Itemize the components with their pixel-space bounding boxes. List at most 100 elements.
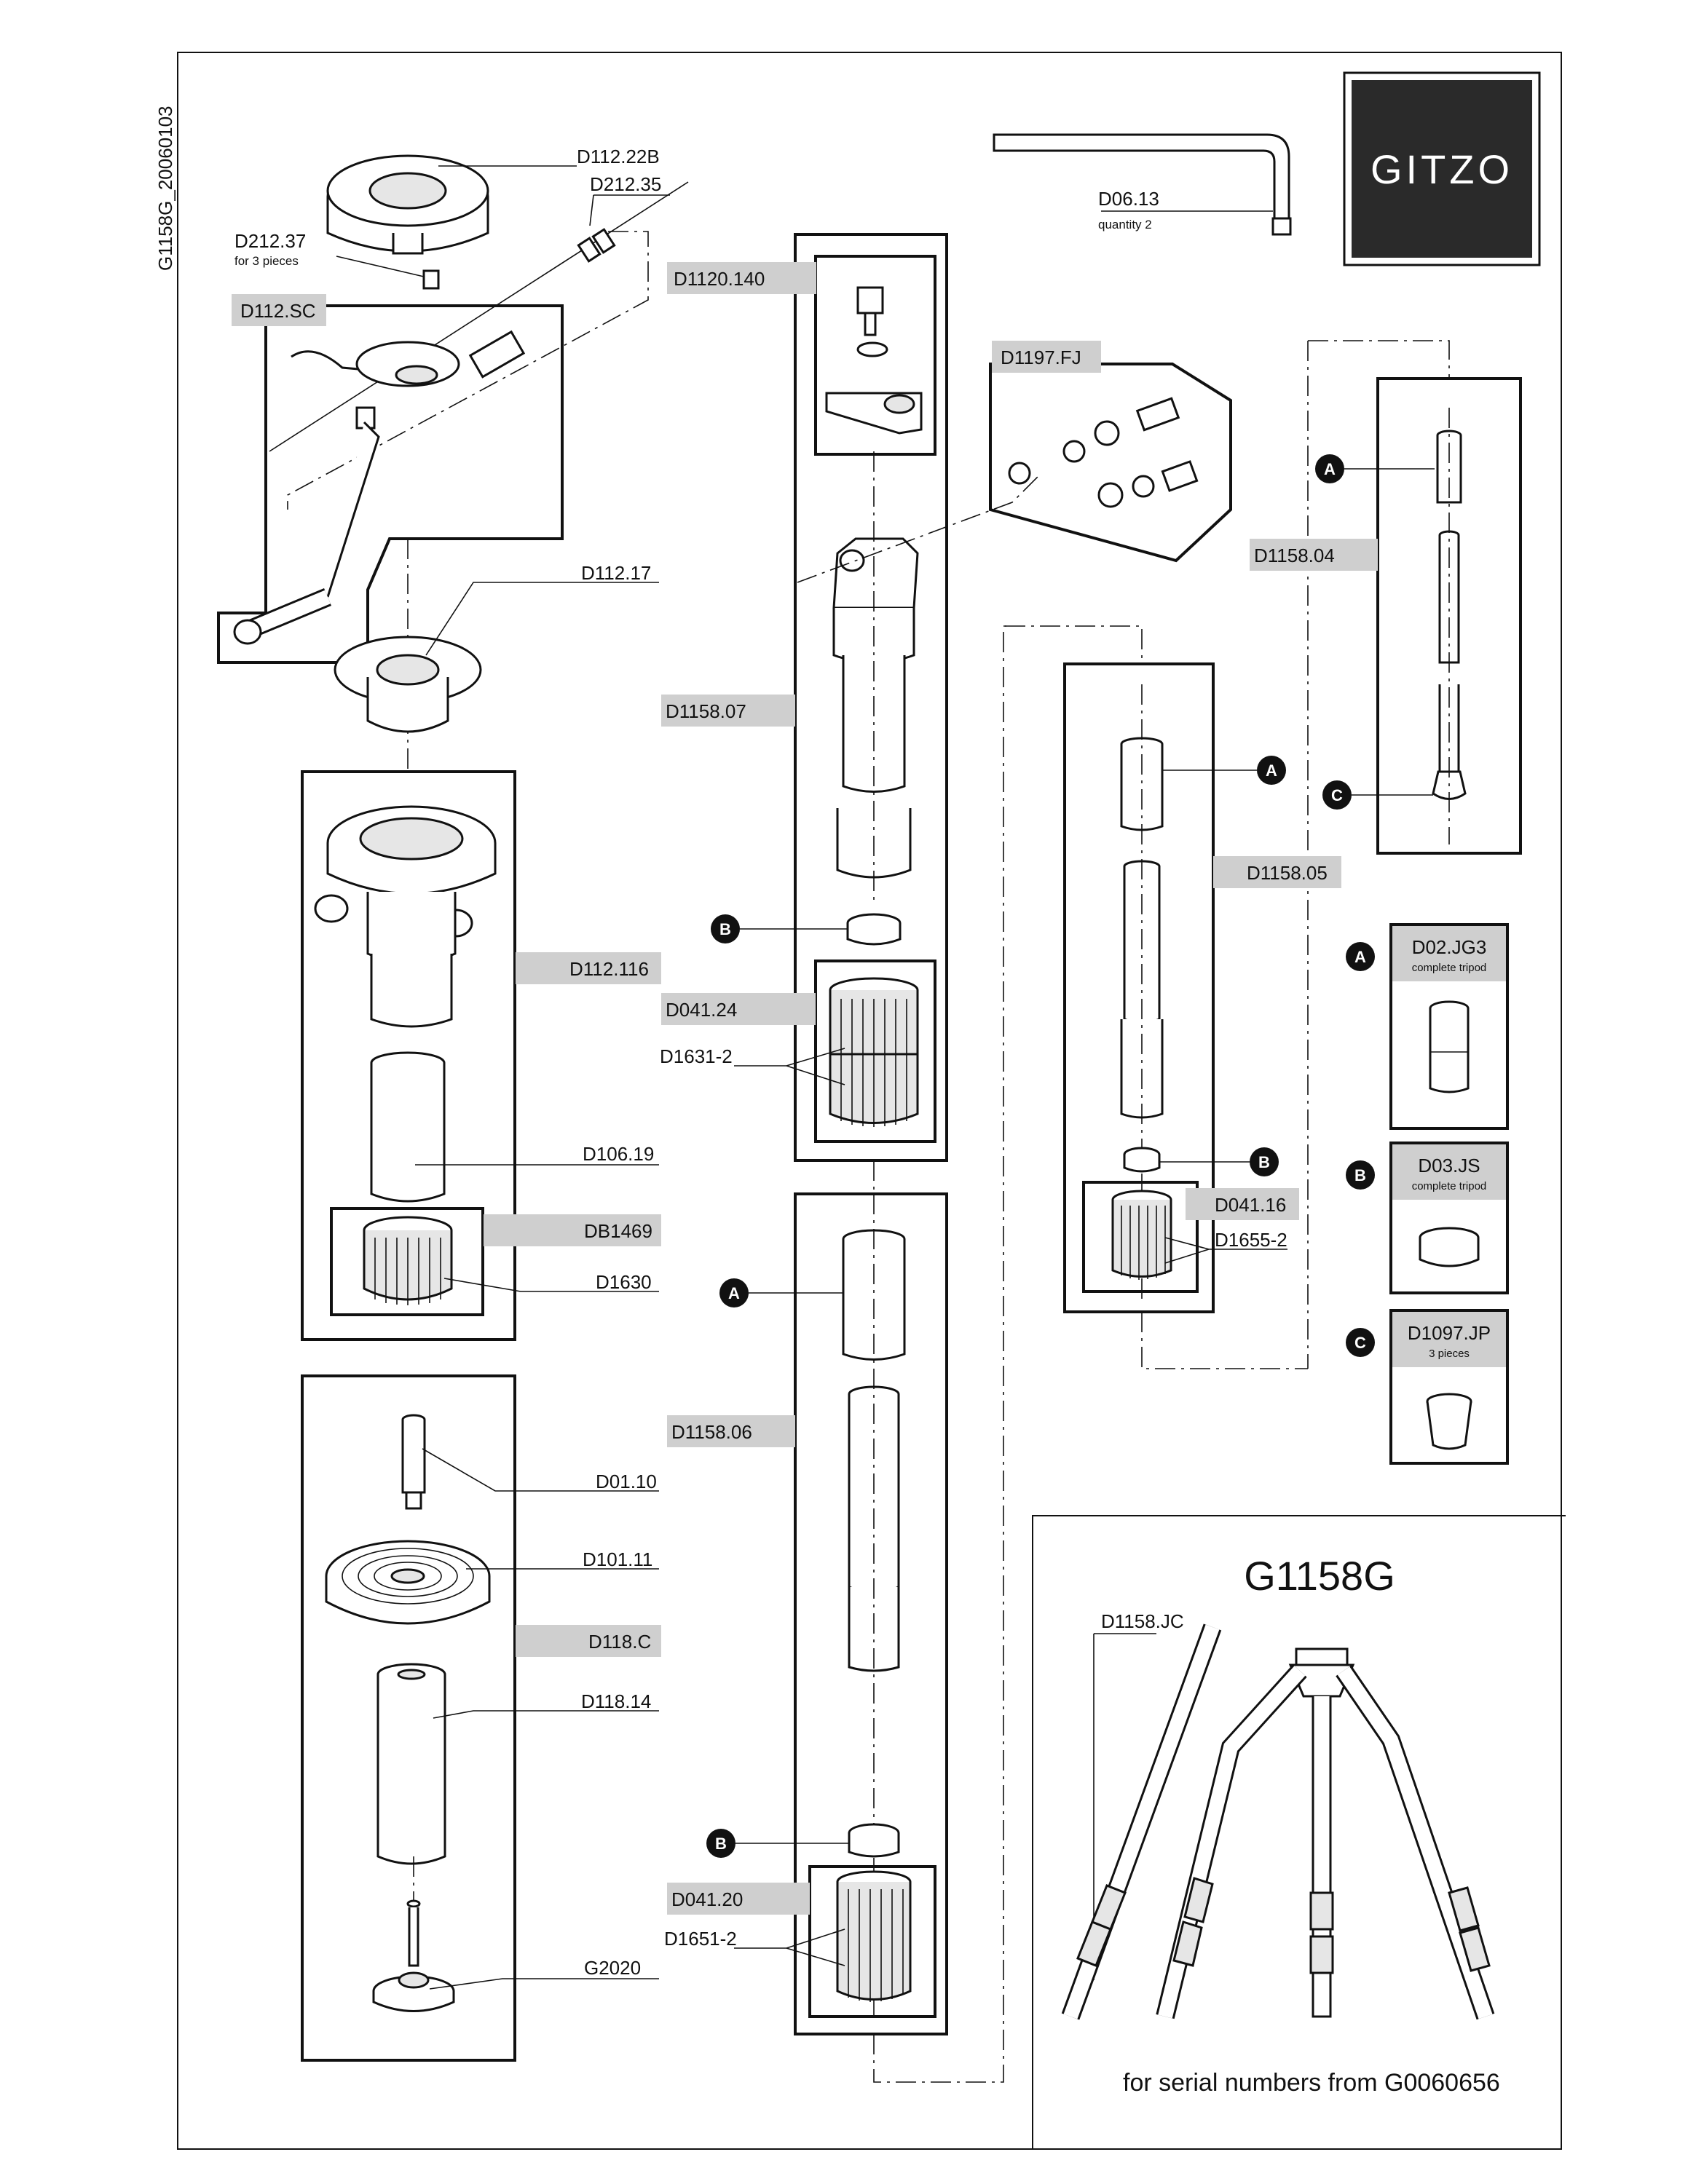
label-d101-11: D101.11 [583, 1548, 652, 1570]
label-d1158-04: D1158.04 [1254, 545, 1335, 566]
tag-d1158-05 [1213, 856, 1341, 888]
column-d118-14-drawing [376, 1663, 446, 1865]
label-d01-10: D01.10 [596, 1471, 657, 1492]
tag-d1120-140 [667, 262, 816, 294]
marker-b-upper [711, 914, 740, 943]
marker-c-right [1322, 780, 1352, 810]
label-d041-16: D041.16 [1215, 1194, 1286, 1216]
marker-a-mid-text: A [1266, 761, 1277, 780]
marker-c-right-text: C [1331, 786, 1343, 804]
spring-screws-d212-35 [577, 228, 616, 263]
base-plate-drawing [334, 636, 482, 733]
label-d041-24: D041.24 [666, 999, 737, 1021]
head-body-drawing [314, 805, 497, 1028]
plate-d101-11-drawing [325, 1540, 491, 1625]
kit-c-box [1389, 1309, 1509, 1465]
label-d118-c: D118.C [588, 1631, 651, 1653]
label-d1120-140: D1120.140 [674, 268, 765, 290]
box-d041-24 [814, 960, 936, 1143]
collar-d1630-drawing [363, 1216, 453, 1305]
tag-d041-20 [667, 1883, 810, 1915]
box-d1158-05 [1063, 662, 1215, 1313]
kit-c-foot-drawing [1426, 1393, 1472, 1450]
kit-c-note: 3 pieces [1429, 1348, 1470, 1360]
label-d212-37: D212.37 [234, 230, 306, 252]
lower-leg-d1158-06-drawing [842, 1194, 906, 2024]
hex-key-drawing [993, 133, 1292, 236]
tag-d1197-fj [992, 341, 1101, 373]
label-d1655-2: D1655-2 [1215, 1229, 1287, 1251]
box-d112-116 [301, 770, 516, 1341]
label-d06-13: D06.13 [1098, 188, 1159, 210]
kit-c-code: D1097.JP [1408, 1322, 1491, 1344]
kit-a-header [1392, 926, 1506, 981]
box-d1197-fj [989, 363, 1232, 563]
kit-b-marker-text: B [1354, 1166, 1366, 1184]
box-d1158-04 [1376, 377, 1522, 855]
kit-b-note: complete tripod [1412, 1180, 1487, 1192]
leg-d1158-04-drawing [1432, 408, 1467, 844]
document-code: G1158G_20060103 [154, 106, 176, 272]
tripod-panel-frame [1032, 1515, 1566, 2149]
tag-db1469 [484, 1214, 661, 1246]
kit-b-code: D03.JS [1418, 1155, 1480, 1176]
marker-a-lower [719, 1278, 749, 1307]
label-d041-20: D041.20 [671, 1888, 743, 1910]
marker-b-lower-text: B [715, 1835, 727, 1853]
serial-note: for serial numbers from G0060656 [1123, 2069, 1500, 2097]
label-d112-22b: D112.22B [577, 146, 660, 167]
label-d06-13-note: quantity 2 [1098, 218, 1152, 232]
label-d212-35: D212.35 [590, 173, 661, 195]
bushing-b-mid-drawing [1123, 1147, 1161, 1173]
label-d1630: D1630 [596, 1271, 652, 1293]
kit-c-marker [1346, 1328, 1375, 1357]
kit-a-box [1389, 923, 1509, 1130]
kit-a-marker-text: A [1354, 948, 1366, 966]
logo-text: GITZO [1370, 146, 1513, 192]
tag-d1158-06 [667, 1415, 795, 1447]
kit-b-header [1392, 1144, 1506, 1200]
label-g2020: G2020 [584, 1957, 641, 1979]
tag-d041-24 [661, 993, 816, 1025]
top-cap-drawing [326, 154, 489, 255]
tag-d1158-04 [1250, 539, 1378, 571]
tag-d112-116 [516, 952, 661, 984]
collar-d1651-2-drawing [836, 1870, 912, 2002]
pin-d01-10-drawing [401, 1414, 426, 1510]
fasteners-d1197-fj-drawing [1008, 397, 1199, 508]
kit-a-sleeve-drawing [1429, 1000, 1470, 1093]
collar-d1631-2-drawing [829, 977, 919, 1127]
hook-g2020-drawing [372, 1856, 455, 2012]
tag-d1158-07 [661, 695, 795, 727]
marker-b-lower [706, 1829, 735, 1858]
label-d112-116: D112.116 [569, 958, 649, 980]
label-d106-19: D106.19 [583, 1143, 654, 1165]
label-db1469: DB1469 [584, 1220, 652, 1242]
label-d1158-06: D1158.06 [671, 1421, 752, 1443]
label-d1158-jc: D1158.JC [1101, 1610, 1184, 1632]
label-d1631-2: D1631-2 [660, 1045, 733, 1067]
kit-b-ring-drawing [1419, 1227, 1480, 1267]
box-d112-sc [217, 304, 564, 664]
kit-b-box [1389, 1142, 1509, 1294]
sleeve-d106-19-drawing [370, 1051, 446, 1203]
sheet-frame [177, 52, 1562, 2150]
marker-b-upper-text: B [719, 920, 731, 938]
kit-c-marker-text: C [1354, 1334, 1366, 1352]
upper-leg-d1158-07-drawing [832, 451, 919, 903]
tag-d112-sc [232, 294, 326, 326]
label-d1158-05: D1158.05 [1247, 862, 1328, 884]
tag-d041-16 [1186, 1188, 1299, 1220]
label-d112-sc: D112.SC [240, 300, 316, 322]
kit-a-marker [1346, 942, 1375, 971]
marker-a-right-text: A [1324, 460, 1336, 478]
bushing-b-upper-drawing [846, 913, 902, 946]
box-middle-lower [794, 1192, 948, 2035]
marker-a-mid [1257, 756, 1286, 785]
model-title: G1158G [1244, 1553, 1395, 1599]
label-d212-37-note: for 3 pieces [234, 254, 299, 268]
bolt-plate-drawing [825, 286, 923, 435]
kit-a-code: D02.JG3 [1412, 936, 1487, 958]
gitzo-logo: GITZO [1343, 71, 1541, 266]
